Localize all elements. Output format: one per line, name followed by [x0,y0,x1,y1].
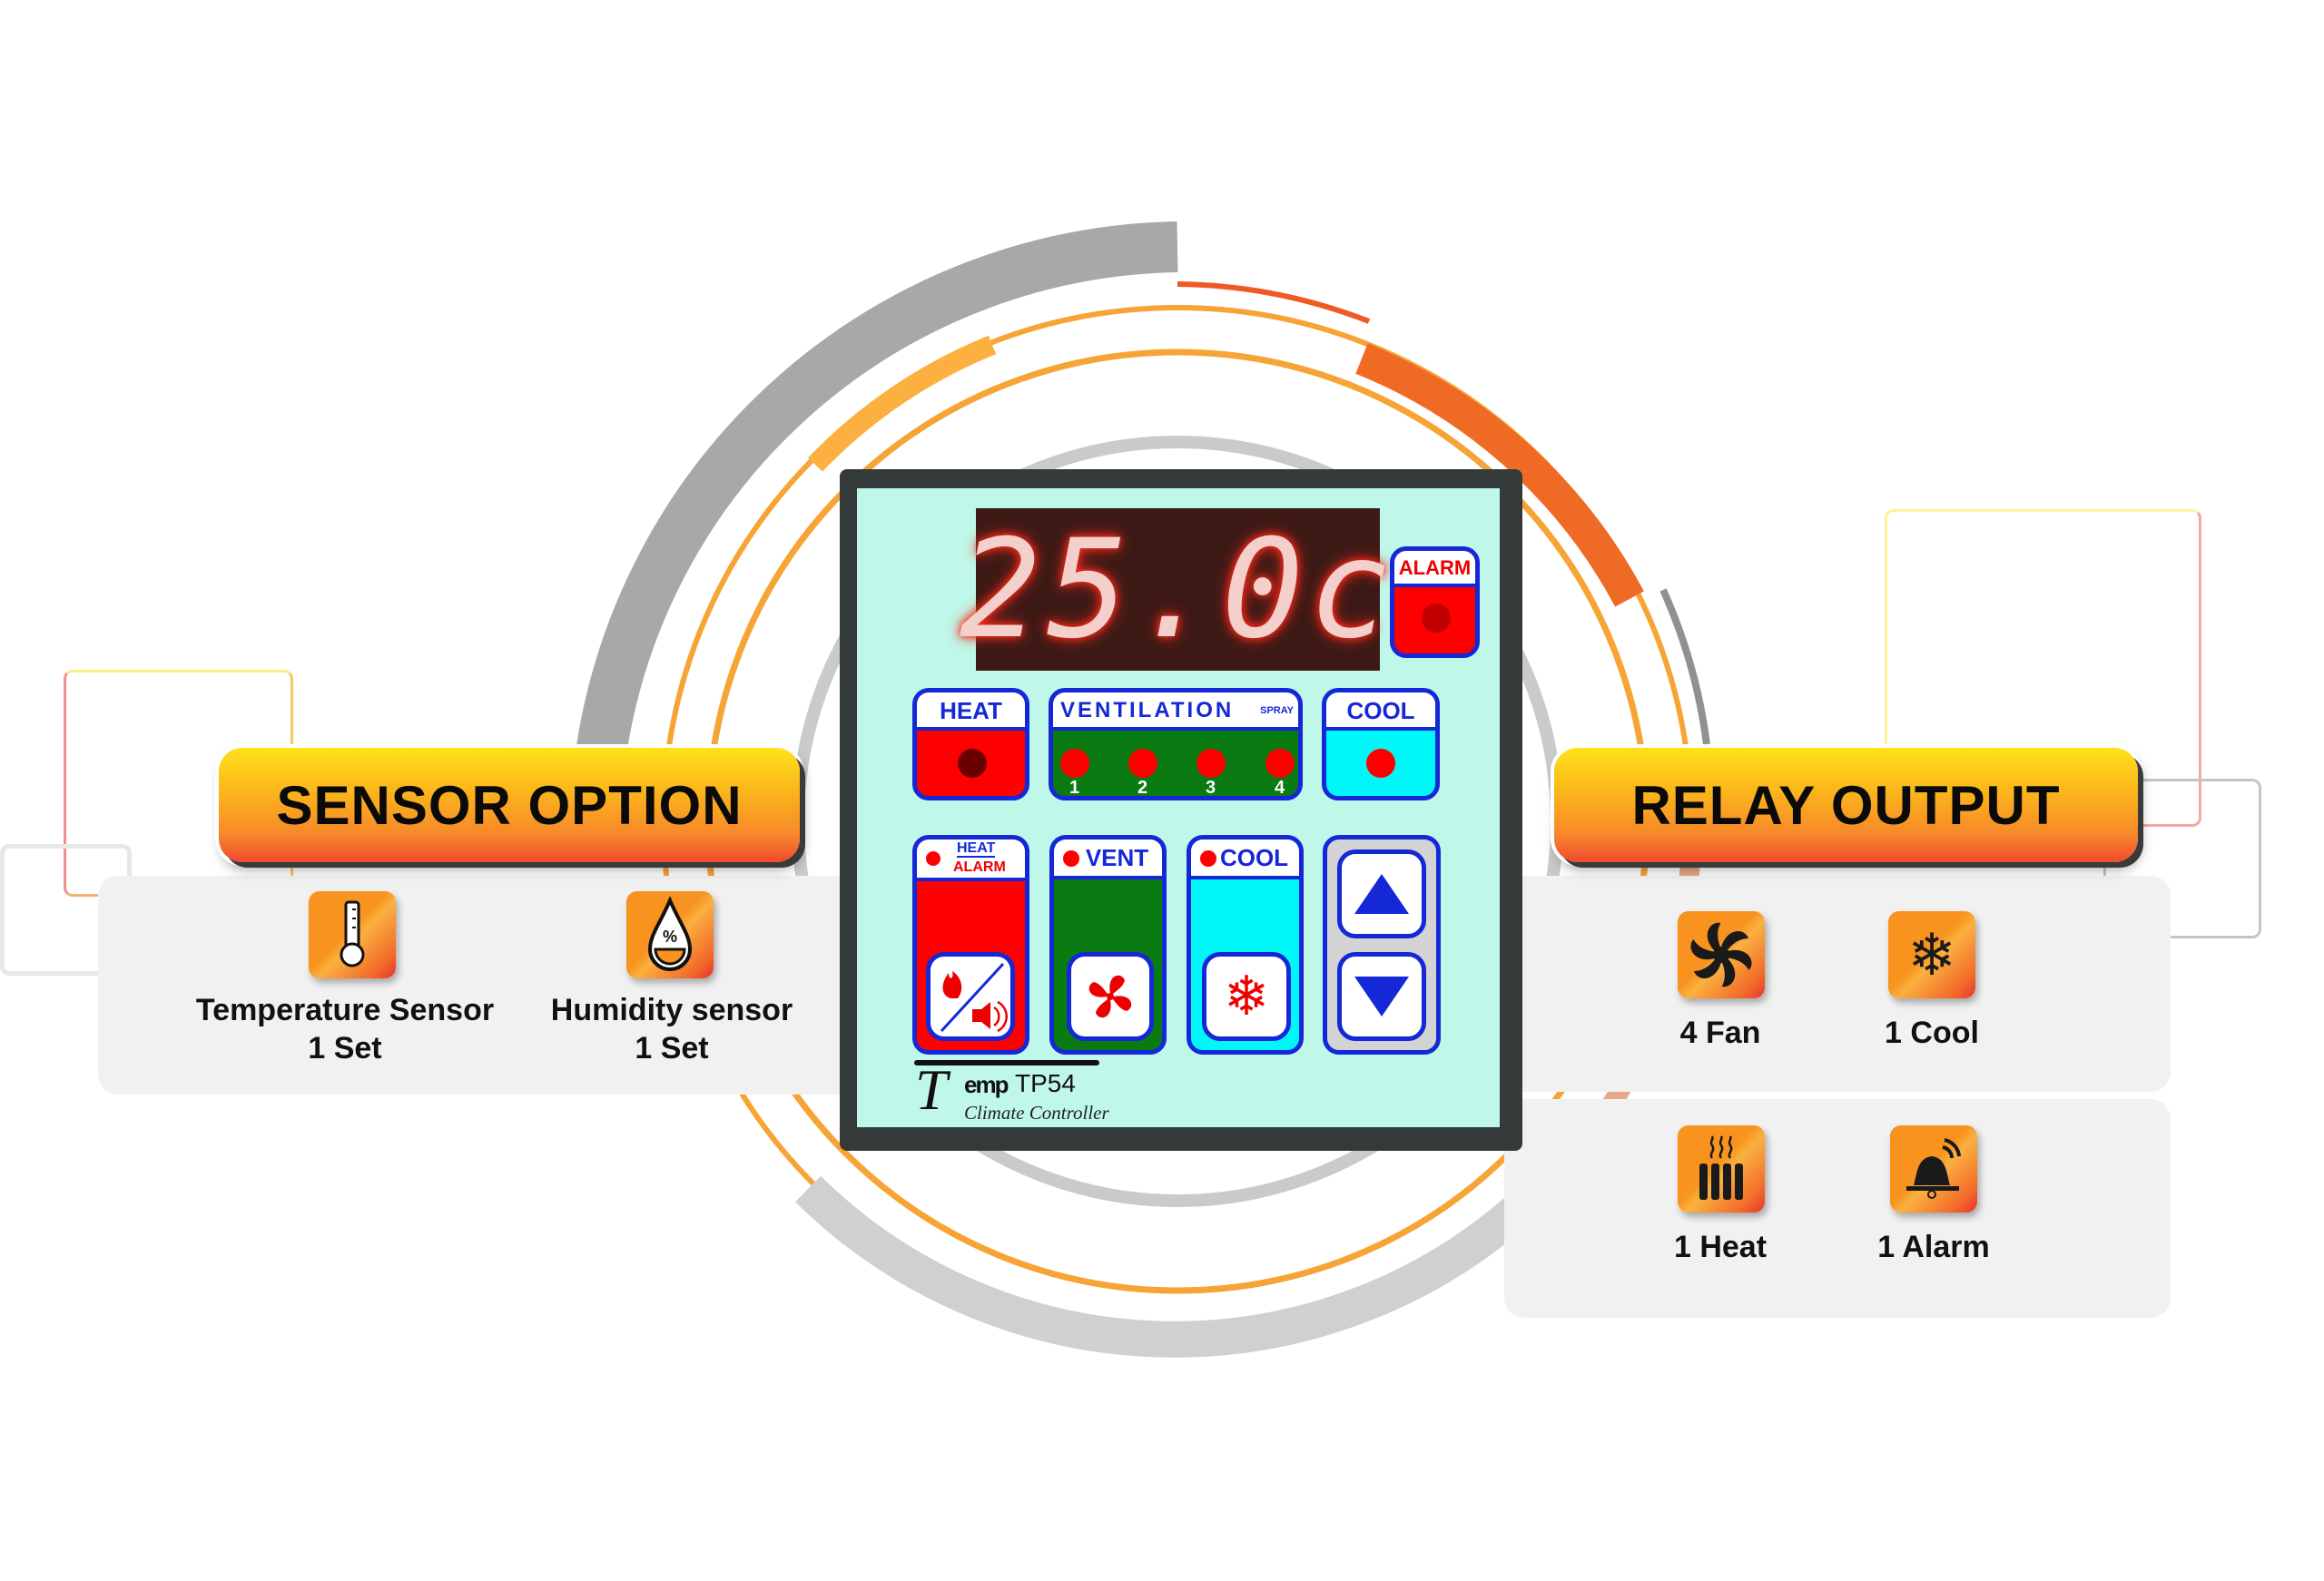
gray-arc-bottom [794,1175,1529,1358]
up-arrow-icon [1354,874,1409,914]
display-value: 25.0c [959,510,1397,669]
cool-led [1366,749,1395,778]
heat-alarm-header: HEAT ALARM [917,840,1025,881]
vent-stage-3: 3 [1206,778,1216,798]
logo-bar [914,1060,1099,1065]
alarm-indicator: ALARM [1390,546,1480,658]
relay-label-fan: 4 Fan [1679,1016,1761,1050]
ventilation-indicator: VENTILATION SPRAY 1 2 3 4 [1049,688,1303,800]
up-button[interactable] [1337,849,1426,938]
heat-label: HEAT [917,692,1025,731]
cool-channel: COOL ❄ [1187,835,1304,1055]
sensor-qty: 1 Set [308,1031,382,1065]
cool-button-label: COOL [1219,844,1289,871]
relay-panel-bottom [1504,1099,2171,1318]
vent-stage-2: 2 [1137,778,1148,798]
thermometer-icon [309,891,396,978]
dark-orange-arc [1355,343,1644,607]
brand-name: emp [964,1071,1009,1098]
heat-alarm-button[interactable] [926,952,1015,1041]
vent-channel: VENT [1049,835,1167,1055]
relay-output-banner: RELAY OUTPUT [1554,748,2138,862]
sensor-option-banner: SENSOR OPTION [219,748,800,862]
product-subtitle: Climate Controller [964,1102,1109,1124]
fire-speaker-icon [940,962,1008,1033]
orange-arc-segment [808,335,997,472]
sensor-qty: 1 Set [635,1031,709,1065]
vent-led-2 [1128,749,1157,778]
gray-arc-outer [576,221,1178,758]
heat-alarm-led [926,851,940,866]
alarm-led [1422,604,1451,633]
ventilation-label: VENTILATION [1060,698,1235,722]
fan-icon [1678,911,1765,998]
heat-led [958,749,987,778]
cool-header: COOL [1191,840,1299,879]
vent-button-label: VENT [1085,844,1149,871]
cool-label: COOL [1326,692,1435,731]
sensor-item: Humidity sensor 1 Set [517,991,826,1067]
brand-initial: T [915,1057,948,1122]
fan-icon [1088,975,1132,1018]
led-display: 25.0c [960,508,1391,671]
vent-stage-1: 1 [1069,778,1080,798]
heat-alarm-channel: HEAT ALARM [912,835,1029,1055]
vent-stage-4: 4 [1275,778,1285,798]
relay-panel-top [1504,876,2171,1092]
relay-label-cool: 1 Cool [1885,1016,1979,1050]
vent-led-1 [1060,749,1089,778]
vent-led-4 [1265,749,1295,778]
cool-button[interactable]: ❄ [1202,952,1291,1041]
cool-channel-led [1200,850,1216,867]
brand-logo: T emp TP54 Climate Controller [908,1057,1126,1131]
model-number: TP54 [1015,1069,1076,1097]
red-arc-thin [1177,281,1371,324]
sensor-name: Humidity sensor [550,993,793,1027]
svg-text:%: % [663,928,677,946]
spray-label: SPRAY [1260,705,1294,716]
humidity-drop-icon: % [626,891,714,978]
relay-label-alarm: 1 Alarm [1877,1230,1990,1264]
arrow-keys [1323,835,1441,1055]
snowflake-icon: ❄ [1888,911,1975,998]
cool-indicator: COOL [1322,688,1440,800]
heat-alarm-bottom: ALARM [953,859,1006,875]
sensor-name: Temperature Sensor [195,993,495,1027]
relay-label-heat: 1 Heat [1673,1230,1768,1264]
sensor-item: Temperature Sensor 1 Set [163,991,527,1067]
vent-header: VENT [1054,840,1162,879]
vent-channel-led [1063,850,1079,867]
vent-button[interactable] [1067,952,1154,1041]
heat-alarm-top: HEAT [957,840,996,858]
heat-indicator: HEAT [912,688,1029,800]
down-button[interactable] [1337,952,1426,1041]
sensor-panel [98,876,861,1095]
down-arrow-icon [1354,977,1409,1016]
alarm-label: ALARM [1394,551,1475,587]
heater-icon [1678,1125,1765,1213]
snowflake-glyph: ❄ [1907,922,1956,987]
snowflake-icon: ❄ [1223,966,1270,1026]
gray-arc-right [1659,588,1710,745]
bell-icon [1890,1125,1977,1213]
vent-led-3 [1196,749,1226,778]
ventilation-header: VENTILATION SPRAY [1053,692,1298,731]
